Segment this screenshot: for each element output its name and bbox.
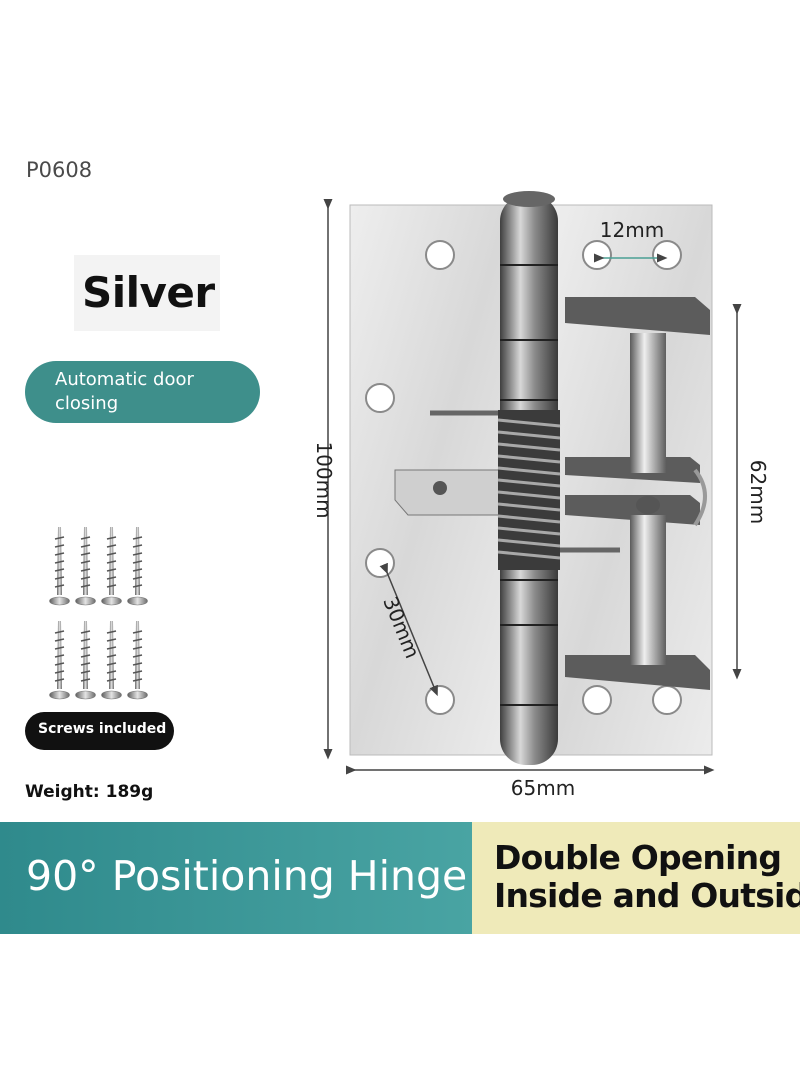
banner-title: 90° Positioning Hinge	[26, 852, 468, 900]
hole-spacing-dimension: 12mm	[600, 218, 664, 242]
height-dimension: 100mm	[312, 441, 336, 518]
spring-height-dimension: 62mm	[746, 460, 770, 524]
banner-right-panel	[472, 822, 800, 934]
color-label: Silver	[82, 268, 215, 317]
banner-subtitle-line2: Inside and Outside	[494, 876, 800, 915]
screws-badge	[25, 712, 174, 750]
banner-subtitle-line1: Double Opening	[494, 838, 782, 877]
screws-image	[48, 526, 149, 700]
banner-left-panel	[0, 822, 472, 934]
product-code: P0608	[26, 158, 93, 182]
weight-label: Weight: 189g	[25, 782, 154, 802]
width-dimension: 65mm	[511, 776, 575, 800]
screws-badge-text: Screws included	[38, 721, 167, 737]
color-label-background	[74, 255, 220, 331]
hinge-diagram: 100mm 65mm 62mm 12mm 30mm	[312, 191, 770, 800]
feature-badge	[25, 361, 260, 423]
feature-badge-text: Automatic door closing	[55, 369, 194, 414]
